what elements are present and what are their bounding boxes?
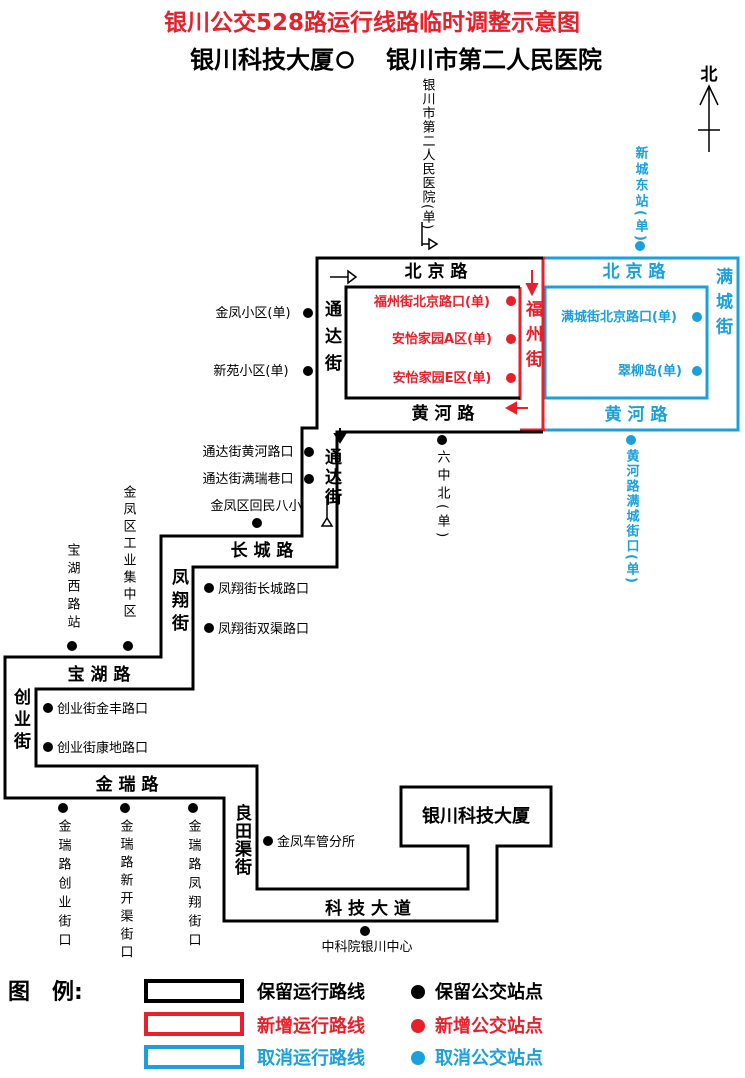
- road-tongda-jie-lower: 通达街: [321, 448, 343, 508]
- road-mancheng-jie: 满城街: [712, 266, 734, 342]
- stop-huanghelu-manchengjiekou: 黄河路满城街口(单): [624, 448, 641, 584]
- stop-dot-xincheng-dongzhan: [635, 241, 645, 251]
- road-huanghe-lu: 黄 河 路: [412, 403, 476, 424]
- stop-jinfengqu-huimin-baxiao: 金凤区回民八小: [210, 498, 301, 514]
- stop-dot-jinfengqu-huimin-baxiao: [252, 518, 262, 528]
- road-jinrui-lu: 金 瑞 路: [95, 774, 160, 795]
- legend-swatch-new-line: [144, 1012, 244, 1036]
- road-huanghe-lu-blue: 黄 河 路: [605, 404, 669, 425]
- direction-arrow-icon: [333, 428, 347, 444]
- route-from: 银川科技大厦: [190, 46, 334, 74]
- stop-jinfeng-cheguan: 金凤车管分所: [277, 834, 355, 850]
- stop-jinruilu-chuangyejiekou: 金瑞路创业街口: [56, 818, 72, 952]
- road-fengxiang-jie: 凤翔街: [168, 568, 190, 637]
- stop-anyi-e: 安怡家园E区(单): [393, 370, 492, 386]
- stop-dot-cuiliudao: [692, 366, 702, 376]
- road-baohu-lu: 宝 湖 路: [68, 664, 132, 685]
- road-fuzhou-jie: 福州街: [522, 299, 544, 375]
- legend-new-stop: 新增公交站点: [435, 1015, 543, 1037]
- legend-dot-new: [411, 1019, 425, 1033]
- stop-dot-fuzhoujie-beijinglukou: [506, 296, 516, 306]
- stop-dot-jinruilu-fengxiangjiekou: [188, 803, 198, 813]
- road-changcheng-lu: 长 城 路: [231, 540, 295, 561]
- stop-dot-jinfeng-cheguan: [263, 836, 273, 846]
- road-liangtianqu-jie: 良田渠街: [231, 803, 253, 876]
- stop-dot-mancheng-beijinglukou: [692, 312, 702, 322]
- stop-fengxiangjie-shuangqulukou: 凤翔街双渠路口: [218, 621, 309, 637]
- stop-jinfeng-xiaoqu: 金凤小区(单): [215, 305, 290, 321]
- legend-keep-stop: 保留公交站点: [434, 981, 543, 1003]
- route-to: 银川市第二人民医院: [386, 46, 602, 74]
- stop-zhongkeyuan: 中科院银川中心: [321, 940, 412, 955]
- kept-route-line: [3, 256, 553, 923]
- legend-swatch-keep-line: [144, 979, 244, 1003]
- stop-xinyuan-xiaoqu: 新苑小区(单): [213, 363, 288, 379]
- stop-dot-tongdajie-huanghelukou: [304, 447, 314, 457]
- stop-dot-fengxiangjie-changchenglukou: [204, 583, 214, 593]
- destination-label: 银川科技大厦: [422, 805, 531, 827]
- stop-dot-jinruilu-xinkaiqujiekou: [120, 803, 130, 813]
- north-label: 北: [701, 65, 718, 85]
- stop-dot-zhongkeyuan: [360, 926, 370, 936]
- stop-dot-fengxiangjie-shuangqulukou: [204, 623, 214, 633]
- stop-jinfengqu-gongye: 金凤区工业集中区: [121, 484, 137, 621]
- stop-dot-tongdajie-manruixiangkou: [304, 474, 314, 484]
- legend-swatch-cancel-line: [144, 1045, 244, 1069]
- stop-dot-anyi-a: [506, 334, 516, 344]
- stop-terminal-top: 银川市第二人民医院(单): [420, 78, 436, 230]
- road-tongda-jie-upper: 通达街: [321, 300, 343, 381]
- stop-xincheng-dongzhan: 新城东站(单): [633, 145, 649, 243]
- legend-title: 图 例:: [8, 980, 83, 1005]
- stop-dot-chuangyejie-kangdilukou: [43, 742, 53, 752]
- direction-arrow-icon: [320, 222, 439, 527]
- stop-dot-anyi-e: [506, 373, 516, 383]
- stop-liuzhong-bei: 六中北(单): [435, 450, 451, 542]
- legend-keep-line: 保留运行路线: [256, 981, 365, 1003]
- road-keji-dadao: 科 技 大 道: [325, 898, 411, 919]
- stop-dot-jinfengqu-gongye: [123, 641, 133, 651]
- legend-new-line: 新增运行路线: [257, 1015, 365, 1037]
- stop-chuangyejie-jinfenglukou: 创业街金丰路口: [57, 701, 148, 717]
- stop-baohu-xilu-zhan: 宝湖西路站: [65, 543, 81, 633]
- road-beijing-lu-blue: 北 京 路: [603, 261, 667, 282]
- cancelled-route-line: [543, 256, 740, 432]
- legend-dot-keep: [411, 985, 425, 999]
- north-arrow-icon: [698, 84, 720, 152]
- stop-dot-jinfeng-xiaoqu: [303, 308, 313, 318]
- stop-jinruilu-xinkaiqujiekou: 金瑞路新开渠街口: [118, 818, 134, 963]
- stop-tongdajie-huanghelukou: 通达街黄河路口: [202, 444, 293, 460]
- stop-fuzhoujie-beijinglukou: 福州街北京路口(单): [373, 294, 490, 310]
- map-title: 银川公交528路运行线路临时调整示意图: [164, 9, 580, 36]
- legend-dot-cancel: [411, 1051, 425, 1065]
- direction-arrow-icon: [504, 270, 539, 415]
- stop-dot-liuzhong-bei: [437, 435, 447, 445]
- road-beijing-lu: 北 京 路: [405, 261, 469, 282]
- legend-cancel-line: 取消运行路线: [257, 1047, 365, 1069]
- stop-chuangyejie-kangdilukou: 创业街康地路口: [57, 740, 148, 756]
- stop-dot-xinyuan-xiaoqu: [303, 366, 313, 376]
- stop-dot-chuangyejie-jinfenglukou: [43, 703, 53, 713]
- road-chuangye-jie: 创业街: [10, 687, 32, 754]
- stop-mancheng-beijinglukou: 满城街北京路口(单): [561, 309, 677, 325]
- stop-anyi-a: 安怡家园A区(单): [392, 331, 492, 347]
- route-ring-icon: [336, 51, 354, 69]
- stop-dot-huanghelu-manchengjiekou: [626, 435, 636, 445]
- stop-fengxiangjie-changchenglukou: 凤翔街长城路口: [218, 581, 309, 597]
- stop-cuiliudao: 翠柳岛(单): [618, 363, 682, 379]
- legend-cancel-stop: 取消公交站点: [435, 1047, 543, 1069]
- stop-dot-baohu-xilu-zhan: [67, 641, 77, 651]
- stop-tongdajie-manruixiangkou: 通达街满瑞巷口: [202, 472, 293, 487]
- stop-jinruilu-fengxiangjiekou: 金瑞路凤翔街口: [186, 818, 202, 952]
- stop-dot-jinruilu-chuangyejiekou: [58, 803, 68, 813]
